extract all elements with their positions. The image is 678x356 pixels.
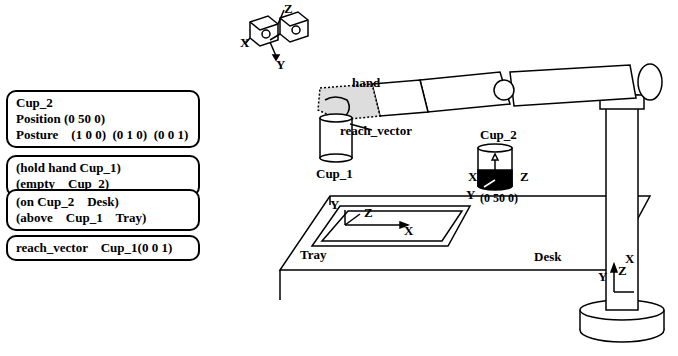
scene-label: Tray bbox=[300, 248, 326, 262]
scene-label: Cup_2 bbox=[480, 128, 517, 142]
scene-label: hand bbox=[352, 76, 380, 90]
scene-label: Z bbox=[284, 2, 293, 16]
robot-arm bbox=[318, 64, 664, 342]
scene-label: X bbox=[404, 224, 413, 238]
scene-label: Y bbox=[276, 58, 285, 72]
scene-label: Z bbox=[520, 170, 529, 184]
desk bbox=[280, 196, 650, 300]
scene-label: Desk bbox=[534, 250, 561, 264]
scene-label: Y bbox=[330, 198, 339, 212]
scene-label: Z bbox=[364, 206, 373, 220]
cup-1 bbox=[320, 114, 372, 162]
scene-label: Cup_1 bbox=[316, 167, 353, 181]
scene-label: reach_vector bbox=[340, 124, 412, 138]
fact-text: Position (0 50 0) bbox=[16, 111, 190, 127]
fact-box: Cup_2Position (0 50 0)Posture (1 0 0) (0… bbox=[6, 90, 200, 148]
scene-label: Y bbox=[598, 270, 607, 284]
scene-label: X bbox=[468, 170, 477, 184]
fact-text: Posture (1 0 0) (0 1 0) (0 0 1) bbox=[16, 127, 190, 143]
fact-text: (on Cup_2 Desk) bbox=[16, 194, 190, 210]
scene-label: Y bbox=[466, 188, 475, 202]
fact-text: (above Cup_1 Tray) bbox=[16, 210, 190, 226]
fact-text: reach_vector Cup_1(0 0 1) bbox=[16, 240, 190, 256]
tray bbox=[312, 206, 470, 246]
fact-text: Cup_2 bbox=[16, 95, 190, 111]
stereo-camera bbox=[245, 10, 308, 60]
fact-box: reach_vector Cup_1(0 0 1) bbox=[6, 235, 200, 261]
cup-2 bbox=[478, 144, 512, 190]
fact-box: (on Cup_2 Desk)(above Cup_1 Tray) bbox=[6, 189, 200, 231]
fact-text: (hold hand Cup_1) bbox=[16, 160, 190, 176]
scene-label: (0 50 0) bbox=[480, 191, 518, 205]
scene-label: X bbox=[240, 36, 249, 50]
scene-label: Z bbox=[618, 264, 627, 278]
